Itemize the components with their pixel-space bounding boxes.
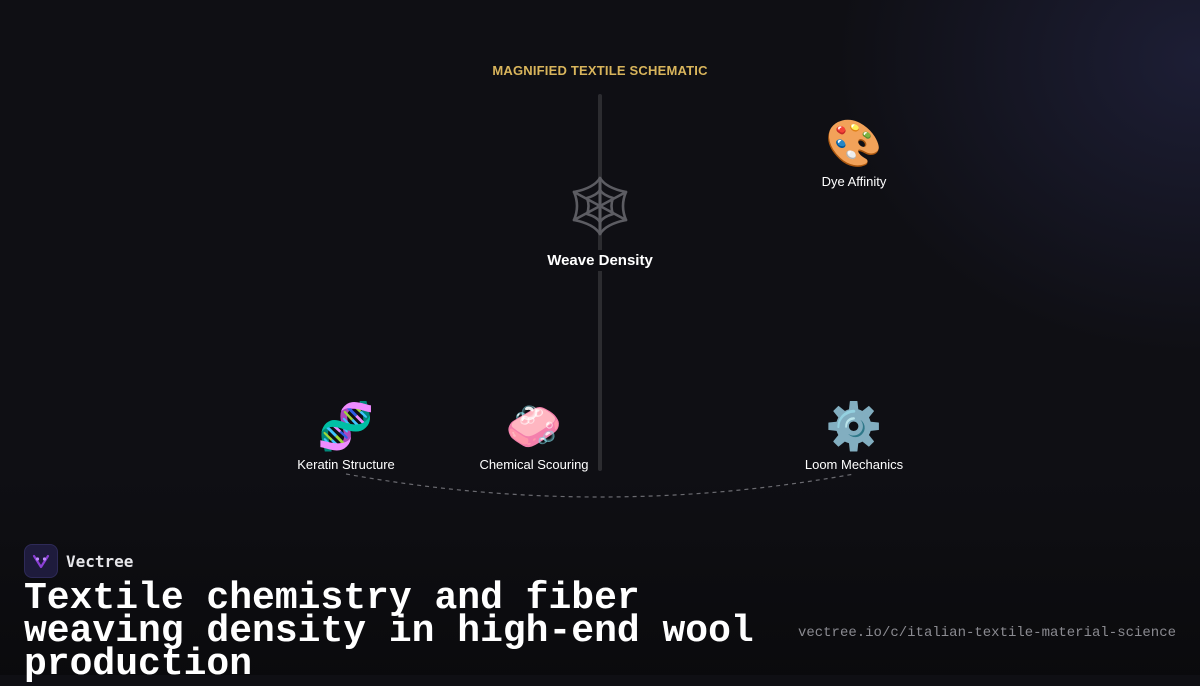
soap-icon: 🧼 [505, 400, 563, 452]
brand: Vectree [24, 544, 133, 578]
artist-palette-icon: 🎨 [825, 117, 883, 169]
center-node-label: Weave Density [543, 250, 657, 271]
schematic-title: MAGNIFIED TEXTILE SCHEMATIC [492, 63, 708, 78]
node-chemical-scouring: 🧼 Chemical Scouring [454, 398, 614, 472]
node-label: Keratin Structure [297, 457, 395, 472]
vectree-logo-icon [24, 544, 58, 578]
gear-icon: ⚙️ [825, 400, 883, 452]
vertical-axis-line [598, 94, 602, 471]
center-node-weave-density: Weave Density [500, 174, 700, 271]
node-label: Loom Mechanics [804, 457, 904, 472]
node-keratin-structure: 🧬 Keratin Structure [266, 398, 426, 472]
headline: Textile chemistry and fiber weaving dens… [24, 577, 754, 686]
brand-name: Vectree [66, 551, 134, 571]
source-url: vectree.io/c/italian-textile-material-sc… [797, 625, 1176, 641]
spider-web-icon [572, 176, 628, 236]
node-label: Chemical Scouring [479, 457, 589, 472]
node-dye-affinity: 🎨 Dye Affinity [774, 115, 934, 189]
node-label: Dye Affinity [821, 174, 887, 189]
node-loom-mechanics: ⚙️ Loom Mechanics [774, 398, 934, 472]
dna-icon: 🧬 [317, 400, 375, 452]
